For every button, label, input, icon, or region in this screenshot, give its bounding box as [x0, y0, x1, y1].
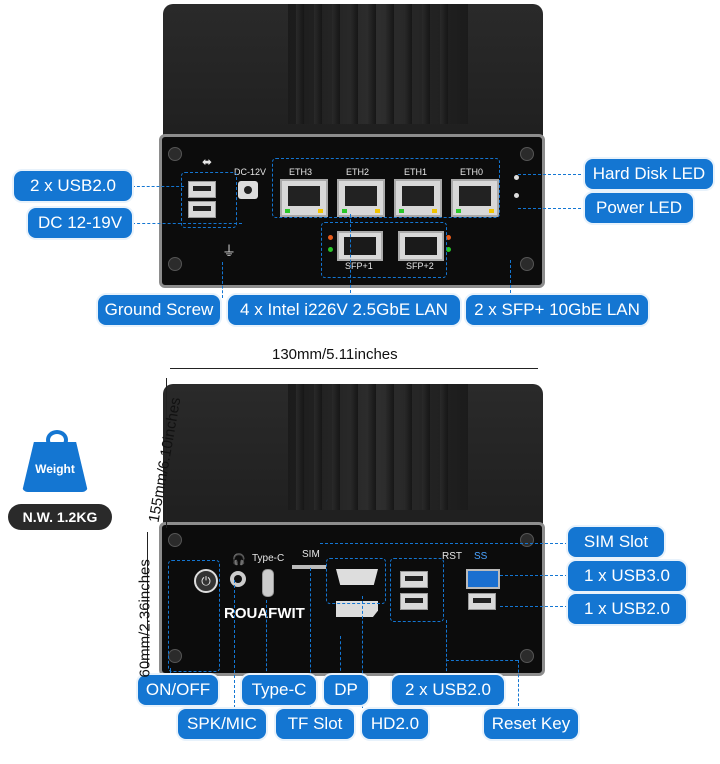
usb2-port: [468, 593, 496, 610]
eth-port: [337, 179, 385, 217]
power-button[interactable]: ⏻: [194, 569, 218, 593]
usb2-port: [400, 593, 428, 610]
bottom-io-panel: ⏻ 🎧 Type-C SIM ROUAFWIT RST SS: [159, 522, 545, 676]
usb2-port: [400, 571, 428, 588]
height-dimension: 60mm/2.36inches: [136, 559, 154, 678]
label-spk-mic: SPK/MIC: [178, 709, 266, 739]
label-usb2-front: 1 x USB2.0: [568, 594, 686, 624]
eth-port-label: ETH3: [289, 167, 313, 177]
dc-mark: DC-12V: [234, 167, 267, 177]
panel-screw: [520, 257, 534, 271]
label-on-off: ON/OFF: [138, 675, 218, 705]
label-sim-slot: SIM Slot: [568, 527, 664, 557]
eth-port-label: ETH2: [346, 167, 370, 177]
panel-screw: [168, 257, 182, 271]
audio-jack: [230, 571, 246, 587]
eth-port-label: ETH1: [404, 167, 428, 177]
label-tf-slot: TF Slot: [276, 709, 354, 739]
hdmi-port: [336, 569, 378, 585]
usb3-mark: SS: [474, 551, 488, 562]
eth-port-label: ETH0: [460, 167, 484, 177]
panel-screw: [520, 147, 534, 161]
usb2-front-dashed-box: [390, 558, 444, 622]
weight-value: N.W. 1.2KG: [8, 504, 112, 530]
panel-screw: [520, 649, 534, 663]
label-dc-input: DC 12-19V: [28, 208, 132, 238]
panel-screw: [168, 147, 182, 161]
label-hdd-led: Hard Disk LED: [585, 159, 713, 189]
width-dimension: 130mm/5.11inches: [272, 346, 398, 363]
eth-port: [394, 179, 442, 217]
sfp-led: [328, 247, 333, 252]
label-ground-screw: Ground Screw: [98, 295, 220, 325]
hdmi-dashed-box: [326, 558, 386, 604]
top-heatsink: [288, 4, 468, 124]
label-usb3-front: 1 x USB3.0: [568, 561, 686, 591]
audio-icon: 🎧: [232, 554, 246, 566]
label-sfp-lan: 2 x SFP+ 10GbE LAN: [466, 295, 648, 325]
bottom-heatsink: [288, 384, 468, 510]
label-usb2-top: 2 x USB2.0: [14, 171, 132, 201]
top-io-panel: ⬌ DC-12V ETH3 ETH2 ETH1 ETH0 SFP+1 SFP+2…: [159, 134, 545, 288]
sfp-led: [328, 235, 333, 240]
sim-slot: [292, 565, 326, 569]
usb3-port: [466, 569, 500, 589]
sim-mark: SIM: [302, 549, 320, 560]
rst-mark: RST: [442, 551, 462, 562]
panel-screw: [520, 533, 534, 547]
depth-dimension-line: [166, 378, 167, 528]
eth-port: [451, 179, 499, 217]
weight-icon: Weight: [22, 430, 88, 492]
power-dashed-box: [168, 560, 220, 672]
label-hd: HD2.0: [362, 709, 428, 739]
usb2-port: [188, 181, 216, 198]
led-power: [514, 193, 519, 198]
dp-port: [336, 601, 378, 617]
type-c-mark: Type-C: [252, 553, 285, 564]
usb2-port: [188, 201, 216, 218]
sfp-port-label: SFP+1: [345, 261, 373, 271]
label-usb2-bottom: 2 x USB2.0: [392, 675, 504, 705]
sfp-port: [398, 231, 444, 261]
usb-dashed-box: [181, 172, 237, 228]
label-reset-key: Reset Key: [484, 709, 578, 739]
height-dimension-line: [147, 532, 148, 668]
eth-dashed-box: [272, 158, 500, 218]
led-hdd: [514, 175, 519, 180]
sfp-dashed-box: [321, 222, 447, 278]
eth-port: [280, 179, 328, 217]
ground-icon: ⏚: [222, 243, 236, 259]
label-lan-2-5g: 4 x Intel i226V 2.5GbE LAN: [228, 295, 460, 325]
weight-badge: Weight: [35, 462, 75, 476]
label-dp: DP: [324, 675, 368, 705]
width-dimension-line: [170, 368, 538, 369]
panel-screw: [168, 533, 182, 547]
sfp-led: [446, 235, 451, 240]
label-type-c: Type-C: [242, 675, 316, 705]
brand-logo: ROUAFWIT: [224, 605, 305, 622]
usb-icon: ⬌: [202, 155, 213, 169]
type-c-port: [262, 569, 274, 597]
label-power-led: Power LED: [585, 193, 693, 223]
sfp-port-label: SFP+2: [406, 261, 434, 271]
dc-jack: [238, 181, 258, 199]
sfp-led: [446, 247, 451, 252]
sfp-port: [337, 231, 383, 261]
